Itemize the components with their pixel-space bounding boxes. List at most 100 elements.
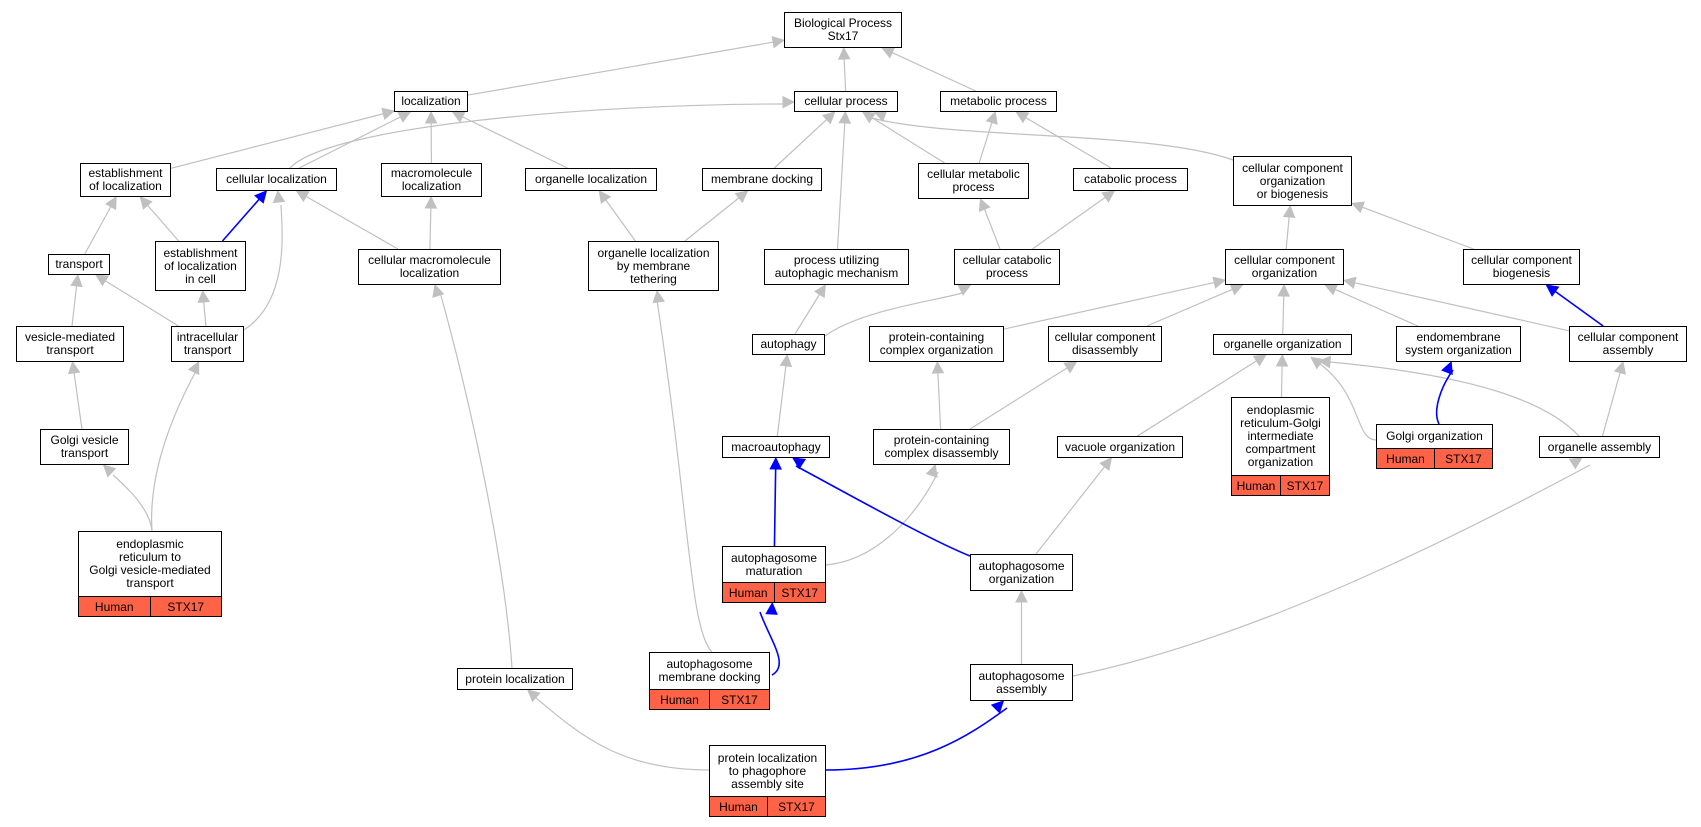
gene-cell: STX17 xyxy=(709,690,769,709)
edge-line xyxy=(1353,281,1570,332)
edge-arrowhead xyxy=(1350,201,1365,214)
edge-arrowhead xyxy=(272,189,286,204)
go-term-node-loc[interactable]: localization xyxy=(394,91,468,112)
go-term-node-apo[interactable]: autophagosome organization xyxy=(970,554,1073,591)
gene-cell: STX17 xyxy=(767,797,825,816)
go-term-node-puam[interactable]: process utilizing autophagic mechanism xyxy=(764,249,909,285)
species-cell: Human xyxy=(1386,451,1425,466)
go-term-node-cp[interactable]: cellular process xyxy=(794,91,898,112)
edge-ccob-to-cp xyxy=(867,110,1234,161)
edge-gvt-to-vmt xyxy=(67,360,83,430)
go-term-node-eolc[interactable]: establishment of localization in cell xyxy=(155,241,246,291)
edge-arrowhead xyxy=(598,190,612,205)
go-term-node-pl[interactable]: protein localization xyxy=(457,668,573,690)
edge-arrowhead xyxy=(837,46,851,60)
edge-line xyxy=(836,121,846,250)
edge-line xyxy=(534,696,710,771)
go-term-node-it[interactable]: intracellular transport xyxy=(171,326,244,362)
go-term-node-ccd[interactable]: cellular component disassembly xyxy=(1048,326,1162,362)
go-term-node-md[interactable]: membrane docking xyxy=(702,168,822,191)
edge-arrowhead xyxy=(1277,283,1291,297)
go-term-node-gvt[interactable]: Golgi vesicle transport xyxy=(40,429,129,465)
edge-md-to-cp xyxy=(773,111,836,169)
go-term-node-bp[interactable]: Biological Process Stx17 xyxy=(784,12,902,48)
edge-line xyxy=(1361,206,1474,250)
edge-line xyxy=(203,300,207,327)
edge-eolc-to-cl xyxy=(221,190,268,242)
go-term-node-ccatp[interactable]: cellular catabolic process xyxy=(954,249,1060,285)
go-term-node-ergv[interactable]: endoplasmic reticulum to Golgi vesicle-m… xyxy=(78,531,222,617)
go-term-node-cml[interactable]: cellular macromolecule localization xyxy=(358,249,501,285)
edge-line xyxy=(684,196,741,242)
go-term-node-cca[interactable]: cellular component assembly xyxy=(1569,326,1687,362)
go-term-node-catp[interactable]: catabolic process xyxy=(1073,168,1188,191)
species-cell: Human xyxy=(94,599,134,614)
edge-line xyxy=(978,121,993,164)
go-term-node-ccob[interactable]: cellular component organization or bioge… xyxy=(1233,156,1352,206)
edge-cca-to-cco xyxy=(1342,276,1570,332)
go-term-label: cellular component disassembly xyxy=(1054,330,1156,357)
go-term-node-ml[interactable]: macromolecule localization xyxy=(381,163,482,197)
go-term-node-oa[interactable]: organelle assembly xyxy=(1539,436,1660,458)
go-term-node-cl[interactable]: cellular localization xyxy=(216,168,337,191)
go-term-node-vmt[interactable]: vesicle-mediated transport xyxy=(16,326,124,362)
go-term-node-pcco[interactable]: protein-containing complex organization xyxy=(869,326,1004,362)
edge-arrowhead xyxy=(1252,354,1267,367)
go-term-node-apa[interactable]: autophagosome assembly xyxy=(970,664,1073,701)
go-term-label: Biological Process Stx17 xyxy=(793,16,893,43)
edge-ccd-to-cco xyxy=(1146,283,1244,327)
edge-line xyxy=(1003,281,1216,330)
edge-pl-to-cml xyxy=(432,283,513,669)
edge-plpas-to-apa xyxy=(825,700,1008,771)
edge-it-to-cl xyxy=(243,189,286,331)
edge-arrowhead xyxy=(70,273,83,288)
edge-arrowhead xyxy=(1317,355,1332,369)
edge-apo-to-ma xyxy=(792,457,971,557)
go-term-label: protein localization to phagophore assem… xyxy=(717,750,818,791)
edge-line xyxy=(1137,359,1258,437)
go-term-label: organelle localization xyxy=(534,172,648,186)
edge-line xyxy=(467,41,775,96)
edge-arrowhead xyxy=(925,463,938,478)
go-term-label: macromolecule localization xyxy=(390,166,473,193)
edge-olmt-to-md xyxy=(684,190,749,242)
edge-apa-to-apo xyxy=(1015,589,1028,664)
edge-arrowhead xyxy=(1101,190,1116,203)
go-term-node-plpas[interactable]: protein localization to phagophore assem… xyxy=(709,745,826,817)
edge-line xyxy=(1319,363,1377,441)
go-term-node-cmetp[interactable]: cellular metabolic process xyxy=(918,163,1029,199)
edge-arrowhead xyxy=(187,360,200,376)
go-term-node-pccd[interactable]: protein-containing complex disassembly xyxy=(873,429,1010,465)
go-term-node-olmt[interactable]: organelle localization by membrane tethe… xyxy=(588,241,719,291)
go-term-label: cellular localization xyxy=(226,172,327,186)
go-term-node-aut[interactable]: autophagy xyxy=(752,334,825,355)
gene-cell: STX17 xyxy=(773,583,826,602)
go-term-node-cco[interactable]: cellular component organization xyxy=(1225,249,1344,285)
edge-ccatp-to-catp xyxy=(1032,190,1116,250)
go-term-label: membrane docking xyxy=(710,172,814,186)
go-term-node-eol[interactable]: establishment of localization xyxy=(80,163,171,197)
edge-arrowhead xyxy=(652,289,665,304)
edge-line xyxy=(937,371,942,430)
go-term-node-mp[interactable]: metabolic process xyxy=(940,91,1057,112)
edge-arrowhead xyxy=(734,190,749,204)
go-term-node-ergic[interactable]: endoplasmic reticulum-Golgi intermediate… xyxy=(1231,397,1330,496)
edge-olmt-to-ol xyxy=(598,190,636,242)
edge-cmetp-to-cp xyxy=(861,111,945,164)
edge-arrowhead xyxy=(1099,457,1113,471)
go-term-node-ccb[interactable]: cellular component biogenesis xyxy=(1463,249,1580,285)
go-term-node-ol[interactable]: organelle localization xyxy=(525,168,657,191)
go-term-node-vo[interactable]: vacuole organization xyxy=(1057,436,1183,458)
go-term-node-oo[interactable]: organelle organization xyxy=(1213,334,1352,355)
go-term-node-ma[interactable]: macroautophagy xyxy=(722,436,830,458)
go-term-node-eso[interactable]: endomembrane system organization xyxy=(1396,326,1521,362)
edge-line xyxy=(759,611,781,676)
go-term-node-tr[interactable]: transport xyxy=(48,254,110,275)
edge-line xyxy=(304,195,399,250)
